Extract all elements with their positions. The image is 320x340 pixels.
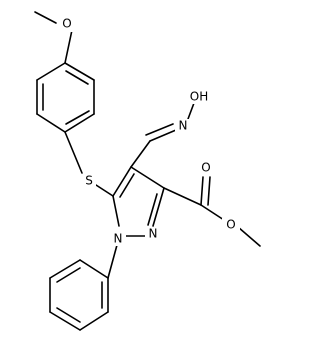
bond-ring1-4 — [36, 113, 66, 133]
ring-n1-bg — [110, 232, 126, 246]
methoxy-o-bg — [58, 18, 76, 32]
thio-s-label: S — [85, 174, 93, 188]
ring-n2-bg — [145, 227, 161, 241]
bond-n-o — [187, 102, 195, 120]
bond-pyrazole-inner-a — [119, 173, 135, 198]
bond-phenyl-inner-b — [56, 307, 81, 323]
bond-ring1-6 — [36, 62, 66, 81]
bond-phenyl-2 — [49, 259, 81, 279]
oxime-n-bg — [175, 119, 191, 133]
bond-c4-ch — [130, 140, 151, 168]
ring-n2-label: N — [149, 227, 158, 241]
bond-c3-carbonyl — [163, 187, 202, 206]
ester-o-carbonyl-bg — [197, 161, 215, 175]
bond-carbonyl-o-b — [207, 176, 211, 206]
ring-n1-label: N — [114, 232, 123, 246]
bond-carbonyl-ester-o — [200, 204, 225, 221]
bond-aryl-s — [64, 131, 83, 174]
bond-phenyl-1 — [79, 259, 109, 279]
bond-s-pyrazole — [95, 184, 114, 197]
bond-ring1-inner-b — [65, 110, 90, 125]
bond-methyl-o — [34, 11, 57, 24]
bond-o-aryl — [64, 29, 73, 64]
oxime-oh-label: OH — [190, 90, 208, 104]
oxime-n-label: N — [179, 119, 188, 133]
bond-pyrazole-inner-b — [147, 193, 158, 226]
structure-diagram: O OH N S O O N N — [34, 11, 261, 331]
methoxy-o-label: O — [62, 17, 71, 31]
bond-ester-o-methyl — [237, 226, 261, 247]
bond-ring1-1 — [64, 62, 95, 81]
bond-ring1-inner-a — [65, 70, 89, 85]
bond-pyrazole-1 — [112, 166, 132, 197]
bond-ring1-3 — [64, 113, 95, 133]
bond-ch-n-b — [145, 123, 174, 136]
bond-pyrazole-5 — [112, 195, 120, 227]
oxime-oh-bg — [186, 90, 212, 104]
bond-carbonyl-o-a — [200, 176, 204, 206]
thio-s-bg — [82, 174, 96, 188]
ester-o-carbonyl-label: O — [201, 161, 210, 175]
bond-pyrazole-3 — [152, 187, 165, 227]
ester-o-single-bg — [222, 218, 240, 232]
bond-phenyl-4 — [49, 311, 81, 331]
bond-ch-n-a — [149, 129, 177, 142]
bond-phenyl-5 — [79, 311, 109, 331]
bond-pyrazole-2 — [130, 166, 165, 189]
bond-n1-phenyl — [107, 244, 118, 279]
bond-phenyl-inner-a — [56, 267, 81, 283]
molecule-canvas: O OH N S O O N N — [34, 11, 261, 331]
ester-o-single-label: O — [226, 218, 235, 232]
